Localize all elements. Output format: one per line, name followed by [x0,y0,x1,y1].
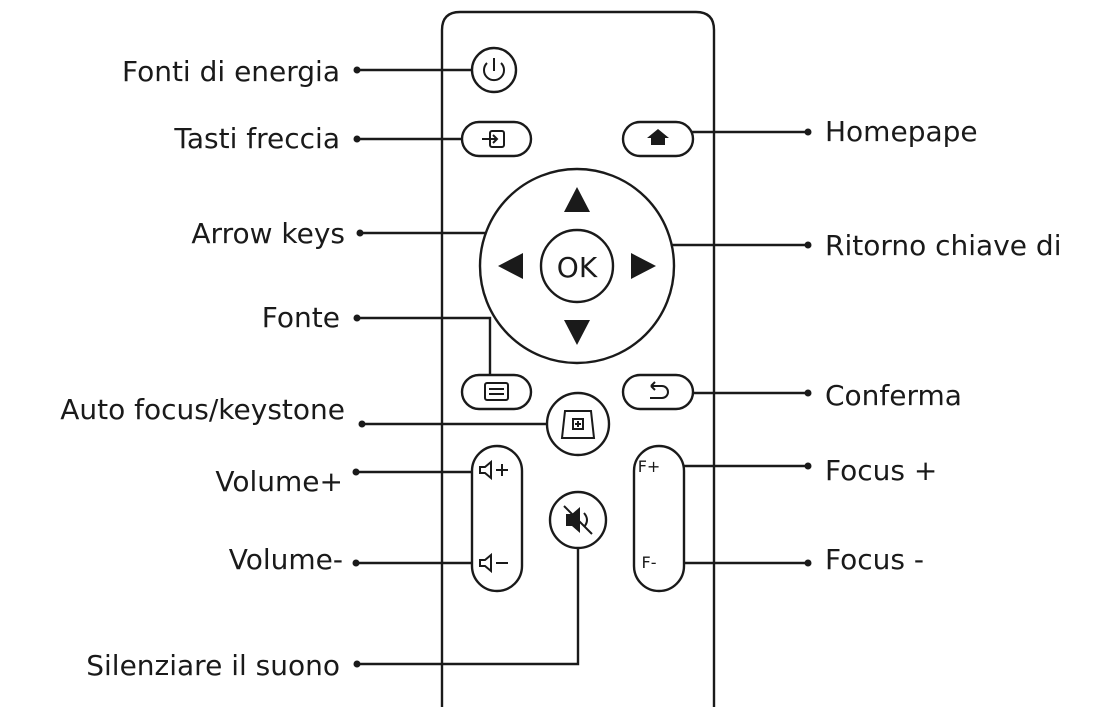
volume-up-icon[interactable] [479,459,508,481]
label-home: Homepape [825,115,978,148]
label-mute: Silenziare il suono [86,649,340,682]
focus-rocker[interactable]: F+ F- [632,444,686,593]
focus-plus-label[interactable]: F+ [638,457,661,476]
label-confirm: Conferma [825,379,962,412]
label-arrow-keys: Arrow keys [191,217,345,250]
home-icon [647,129,669,145]
label-focus-plus: Focus + [825,454,937,487]
menu-icon [484,382,509,401]
input-button[interactable] [460,120,533,158]
label-power: Fonti di energia [122,55,340,88]
label-focus-minus: Focus - [825,543,924,576]
label-arrow-keys-top: Tasti freccia [173,122,340,155]
label-volume-down: Volume- [229,543,343,576]
power-button[interactable] [470,46,518,94]
volume-down-icon[interactable] [479,552,508,574]
back-icon [650,381,669,399]
keystone-button[interactable] [545,391,611,457]
remote-body [440,10,716,707]
ok-button[interactable]: OK [539,228,615,304]
focus-minus-label[interactable]: F- [642,553,657,572]
label-fonte: Fonte [262,301,340,334]
input-icon [482,130,505,148]
arrow-left-icon[interactable] [498,253,523,279]
arrow-down-icon[interactable] [564,320,590,345]
volume-rocker[interactable] [470,444,524,593]
ok-label: OK [557,251,598,284]
leader-lines-left [352,66,580,668]
menu-button[interactable] [460,373,533,411]
home-button[interactable] [621,120,695,158]
label-auto-focus: Auto focus/keystone [60,393,345,426]
arrow-up-icon[interactable] [564,187,590,212]
arrow-right-icon[interactable] [631,253,656,279]
label-ok-return: Ritorno chiave di [825,229,1061,262]
label-volume-up: Volume+ [215,465,343,498]
mute-icon [563,505,593,535]
back-button[interactable] [621,373,695,411]
power-icon [483,58,505,82]
keystone-icon [560,410,596,439]
mute-button[interactable] [548,490,608,550]
